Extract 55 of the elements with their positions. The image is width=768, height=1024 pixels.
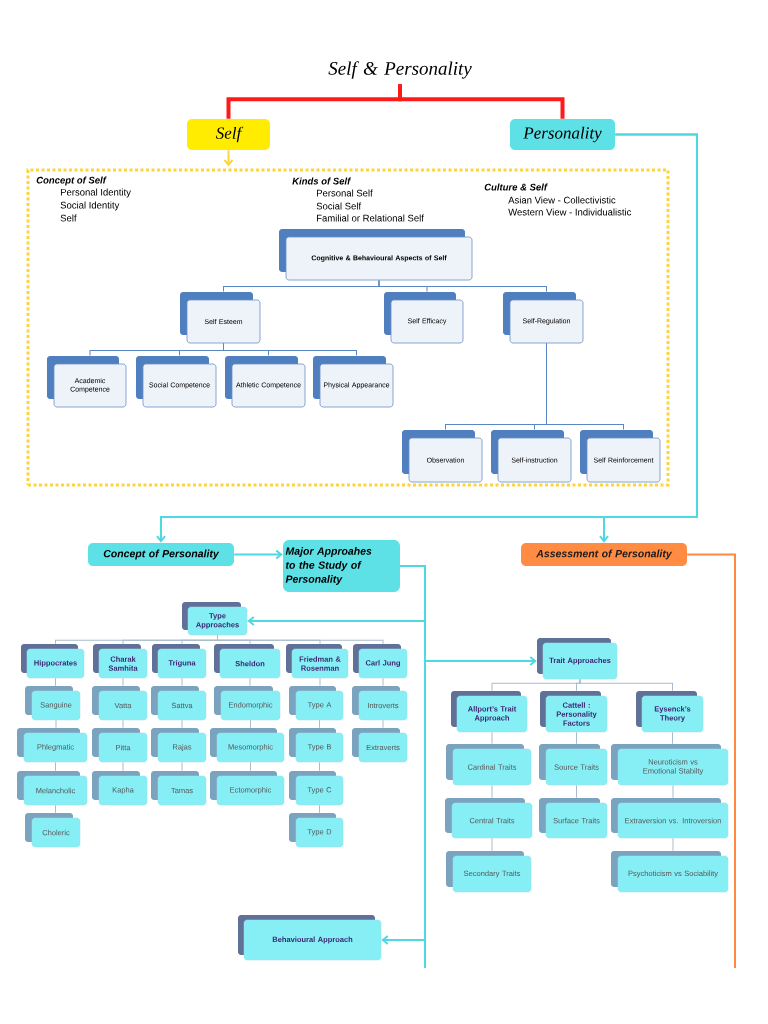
topic-box: Self [187,119,270,150]
heading: Self & Personality [328,61,472,79]
connector-line [55,804,56,814]
connector-line [319,719,320,729]
section-heading: Culture & Self [484,183,548,191]
connector-line [576,784,577,799]
arrow [223,149,234,167]
connector-line [579,678,673,692]
connector-line [382,677,384,687]
connector-line [217,634,384,645]
connector-line [181,761,183,772]
connector-line [491,837,493,852]
list-item: Personal Self [317,189,373,197]
connector-line [55,719,57,729]
section-heading: Concept of Self [36,176,107,186]
connector-line [686,553,736,969]
connector-line [122,761,124,772]
list-item: Social Identity [60,201,120,211]
topic-box: Assessment of Personality [521,543,687,566]
connector-line [672,784,674,799]
list-item: Self [60,214,77,222]
connector-line [249,677,251,687]
connector-line [122,677,124,687]
connector-line [250,719,251,729]
section-heading: Kinds of Self [292,177,352,185]
connector-line [319,761,320,772]
connector-line [491,731,493,745]
list-item: Asian View - Collectivistic [508,196,616,204]
connector-line [250,761,251,772]
connector-line [382,719,384,729]
connector-line [576,731,577,745]
connector-line [546,342,624,431]
connector-line [122,719,124,729]
list-item: Familial or Relational Self [317,214,424,222]
connector-line [491,784,493,799]
topic-box: Major Approahes to the Study of Personality [283,540,400,592]
arrow [381,565,426,945]
topic-box: Concept of Personality [88,543,234,566]
list-item: Social Self [316,202,362,210]
connector-line [55,761,56,772]
arrow [599,133,698,543]
topic-box: Personality [510,119,615,150]
connector-line [378,279,547,293]
connector-line [223,342,357,357]
list-item: Western View - Individualistic [508,208,632,216]
connector-line [181,677,183,687]
connector-line [398,84,565,119]
list-item: Personal Identity [61,188,131,198]
connector-line [672,837,674,852]
connector-line [319,804,320,814]
arrow [233,549,283,560]
connector-line [181,719,183,729]
connector-line [55,677,56,687]
connector-line [319,677,321,687]
connector-line [672,731,673,745]
